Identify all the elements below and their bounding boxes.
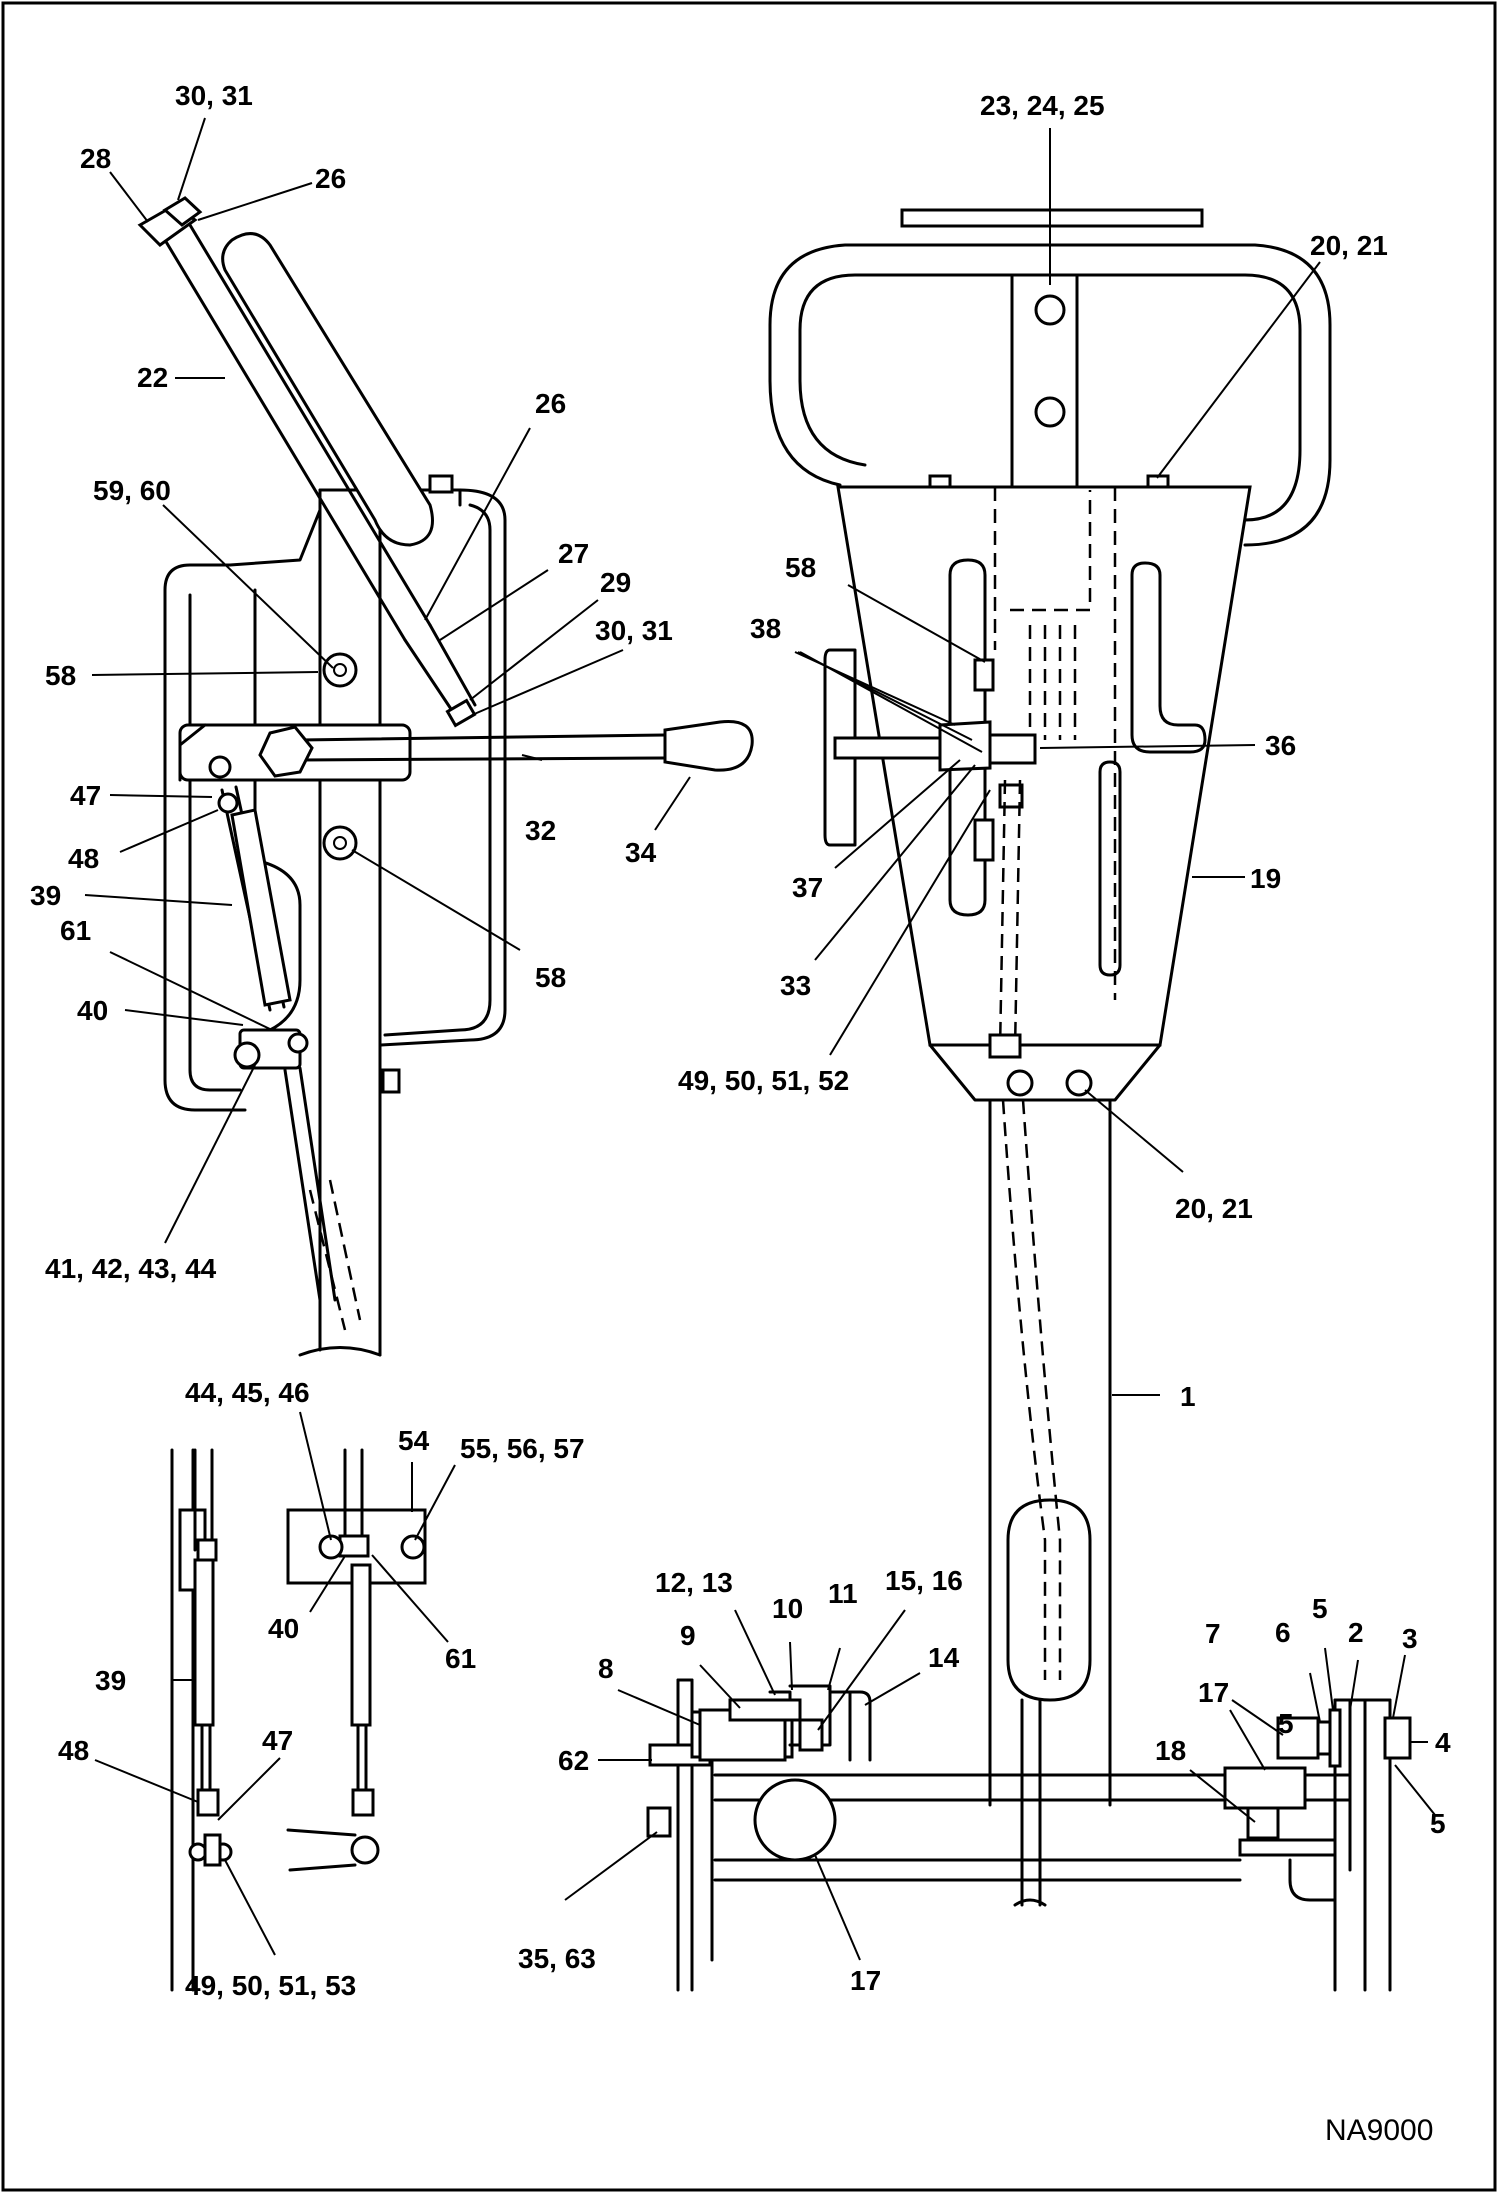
- callout-49-53: 49, 50, 51, 53: [185, 1970, 356, 2001]
- callout-30-31-top: 30, 31: [175, 80, 253, 111]
- callout-4: 4: [1435, 1727, 1451, 1758]
- callout-27: 27: [558, 538, 589, 569]
- callout-7: 7: [1205, 1618, 1221, 1649]
- callout-19: 19: [1250, 863, 1281, 894]
- detail-view-a: [170, 1448, 233, 1992]
- callout-5-c: 5: [1430, 1808, 1446, 1839]
- callout-48-detail: 48: [58, 1735, 89, 1766]
- callout-12-13: 12, 13: [655, 1567, 733, 1598]
- callout-49-52: 49, 50, 51, 52: [678, 1065, 849, 1096]
- callout-47-left: 47: [70, 780, 101, 811]
- callout-29: 29: [600, 567, 631, 598]
- callout-48-left: 48: [68, 843, 99, 874]
- callout-33: 33: [780, 970, 811, 1001]
- callout-6: 6: [1275, 1617, 1291, 1648]
- callout-2: 2: [1348, 1617, 1364, 1648]
- front-view-assembly: [768, 208, 1332, 1907]
- callout-20-21-bot: 20, 21: [1175, 1193, 1253, 1224]
- callout-20-21-top: 20, 21: [1310, 230, 1388, 261]
- callout-5-a: 5: [1312, 1593, 1328, 1624]
- callout-40-left: 40: [77, 995, 108, 1026]
- callout-54: 54: [398, 1425, 430, 1456]
- callout-40-detail: 40: [268, 1613, 299, 1644]
- callout-22: 22: [137, 362, 168, 393]
- callout-38: 38: [750, 613, 781, 644]
- base-frame-assembly: [646, 1678, 1412, 1992]
- callout-11: 11: [828, 1578, 858, 1609]
- callout-30-31-mid: 30, 31: [595, 615, 673, 646]
- callout-36: 36: [1265, 730, 1296, 761]
- callout-labels: 30, 31 28 26 22 26 59, 60 27 29 30, 31 5…: [30, 80, 1451, 2147]
- callout-41-44: 41, 42, 43, 44: [45, 1253, 217, 1284]
- callout-58-lower: 58: [535, 962, 566, 993]
- callout-34: 34: [625, 837, 657, 868]
- callout-17-right: 17: [1198, 1677, 1229, 1708]
- callout-3: 3: [1402, 1623, 1418, 1654]
- callout-1: 1: [1180, 1381, 1196, 1412]
- callout-61-left: 61: [60, 915, 91, 946]
- callout-47-detail: 47: [262, 1725, 293, 1756]
- side-view-assembly: [137, 196, 754, 1357]
- callout-9: 9: [680, 1620, 696, 1651]
- callout-55-57: 55, 56, 57: [460, 1433, 585, 1464]
- callout-39-left: 39: [30, 880, 61, 911]
- callout-17-bot: 17: [850, 1965, 881, 1996]
- callout-28: 28: [80, 143, 111, 174]
- leader-lines: [84, 117, 1436, 1961]
- detail-view-b: [286, 1448, 427, 1872]
- callout-26-mid: 26: [535, 388, 566, 419]
- callout-59-60: 59, 60: [93, 475, 171, 506]
- callout-58-right: 58: [785, 552, 816, 583]
- callout-26-top: 26: [315, 163, 346, 194]
- callout-62: 62: [558, 1745, 589, 1776]
- callout-5-b: 5: [1278, 1708, 1294, 1739]
- callout-61-detail: 61: [445, 1643, 476, 1674]
- callout-15-16: 15, 16: [885, 1565, 963, 1596]
- callout-35-63: 35, 63: [518, 1943, 596, 1974]
- callout-10: 10: [772, 1593, 803, 1624]
- callout-14: 14: [928, 1642, 960, 1673]
- callout-18: 18: [1155, 1735, 1186, 1766]
- callout-32: 32: [525, 815, 556, 846]
- callout-37: 37: [792, 872, 823, 903]
- callout-39-detail: 39: [95, 1665, 126, 1696]
- callout-58-left: 58: [45, 660, 76, 691]
- figure-code: NA9000: [1325, 2114, 1433, 2147]
- callout-8: 8: [598, 1653, 614, 1684]
- callout-23-25: 23, 24, 25: [980, 90, 1105, 121]
- callout-44-46: 44, 45, 46: [185, 1377, 310, 1408]
